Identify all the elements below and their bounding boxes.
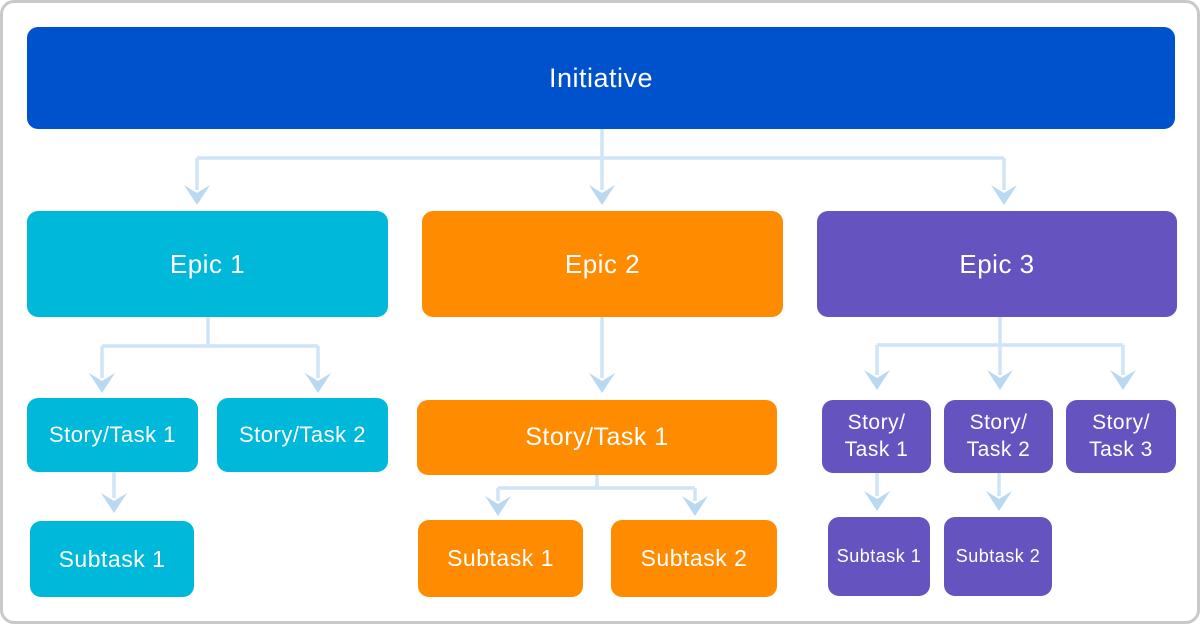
epic3-story-task-2-node: Story/ Task 2 (944, 400, 1053, 473)
epic-3-node: Epic 3 (817, 211, 1177, 317)
epic3-story-task-3-node: Story/ Task 3 (1066, 400, 1176, 473)
epic-1-node: Epic 1 (27, 211, 388, 317)
initiative-node: Initiative (27, 27, 1175, 129)
epic3-subtask-1-node: Subtask 1 (828, 517, 930, 596)
epic2-subtask-1-node: Subtask 1 (418, 520, 583, 597)
epic2-story-task-1-node: Story/Task 1 (417, 400, 777, 475)
epic3-subtask-2-node: Subtask 2 (944, 517, 1052, 596)
arrowheads (89, 185, 1136, 516)
epic2-subtask-2-node: Subtask 2 (611, 520, 777, 597)
epic3-story-task-1-node: Story/ Task 1 (822, 400, 931, 473)
epic1-story-task-1-node: Story/Task 1 (27, 398, 198, 472)
epic1-subtask-1-node: Subtask 1 (30, 521, 194, 597)
epic1-story-task-2-node: Story/Task 2 (217, 398, 388, 472)
epic-2-node: Epic 2 (422, 211, 783, 317)
